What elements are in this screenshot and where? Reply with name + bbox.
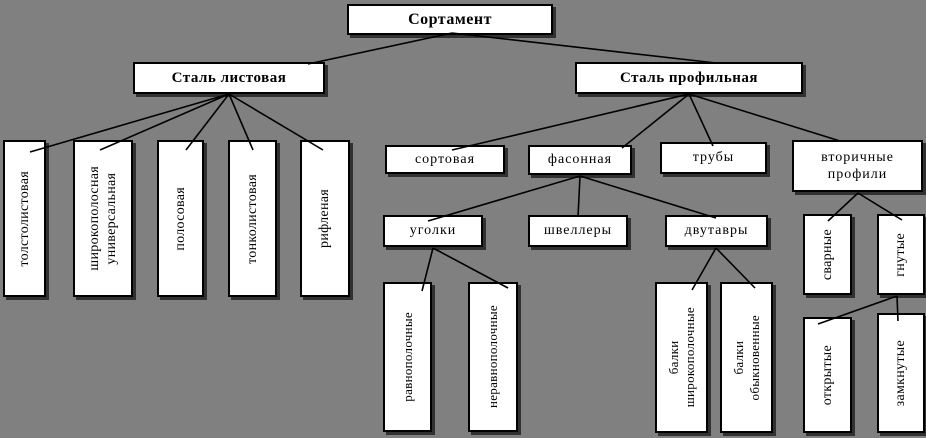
node-tolstolistovaya-label: толстолистовая — [16, 170, 32, 267]
node-polosovaya-label: полосовая — [172, 186, 188, 251]
node-sortament: Сортамент — [347, 4, 553, 35]
node-shirokopolosnaya-universalnaya: широкополосная универсальная — [73, 140, 133, 297]
node-stal-listovaya: Сталь листовая — [133, 62, 325, 94]
node-zamknutye: замкнутые — [877, 313, 925, 433]
node-svarnye-label: сварные — [819, 228, 835, 281]
node-tonkolistovaya: тонколистовая — [228, 140, 277, 297]
node-vtorichnye-profili-label: вторичные профили — [821, 149, 894, 182]
node-otkrytye: открытые — [803, 317, 852, 433]
connector — [307, 32, 453, 65]
node-riflenaya: рифленая — [300, 140, 350, 297]
node-vtorichnye-profili: вторичные профили — [792, 140, 923, 192]
node-otkrytye-label: открытые — [819, 344, 835, 406]
node-sortovaya-label: сортовая — [414, 151, 476, 167]
node-dvutavry: двутавры — [665, 215, 768, 247]
node-tonkolistovaya-label: тонколистовая — [244, 173, 260, 264]
node-balki-obyknovennye: балки обыкновенные — [720, 282, 773, 433]
node-svarnye: сварные — [803, 214, 852, 295]
node-gnutye-label: гнутые — [893, 232, 909, 277]
node-tolstolistovaya: толстолистовая — [3, 140, 46, 297]
node-sortament-label: Сортамент — [408, 10, 492, 28]
node-truby: трубы — [660, 142, 767, 174]
node-zamknutye-label: замкнутые — [893, 339, 909, 407]
connector — [451, 32, 717, 64]
node-stal-listovaya-label: Сталь листовая — [171, 69, 287, 86]
node-balki-obyknovennye-label: балки обыкновенные — [730, 314, 762, 401]
connector — [577, 175, 581, 218]
node-stal-profilnaya: Сталь профильная — [575, 62, 803, 94]
connector — [688, 93, 841, 142]
node-shvellery: швеллеры — [528, 215, 628, 247]
node-polosovaya: полосовая — [157, 140, 204, 297]
node-ravnopolochnye-label: равнополочные — [399, 312, 415, 402]
node-balki-shirokopolochnye: балки широкополочные — [655, 282, 708, 433]
node-ugolki: уголки — [383, 215, 483, 247]
node-shvellery-label: швеллеры — [543, 223, 613, 239]
node-riflenaya-label: рифленая — [317, 189, 333, 248]
node-ravnopolochnye: равнополочные — [383, 282, 432, 432]
node-stal-profilnaya-label: Сталь профильная — [619, 69, 759, 86]
connector — [621, 93, 690, 149]
node-dvutavry-label: двутавры — [684, 223, 749, 239]
node-shirokopolosnaya-universalnaya-label: широкополосная универсальная — [86, 166, 119, 271]
node-fasonnaya: фасонная — [528, 145, 632, 175]
node-sortovaya: сортовая — [385, 145, 505, 174]
node-fasonnaya-label: фасонная — [547, 152, 613, 168]
node-ugolki-label: уголки — [409, 223, 457, 239]
node-balki-shirokopolochnye-label: балки широкополочные — [665, 307, 697, 408]
node-neravnopolochnye: неравнополочные — [468, 282, 518, 432]
node-gnutye: гнутые — [877, 214, 925, 295]
connector — [579, 175, 717, 219]
node-truby-label: трубы — [692, 150, 735, 166]
connector — [451, 93, 690, 151]
connector — [688, 93, 714, 147]
node-neravnopolochnye-label: неравнополочные — [485, 305, 501, 409]
